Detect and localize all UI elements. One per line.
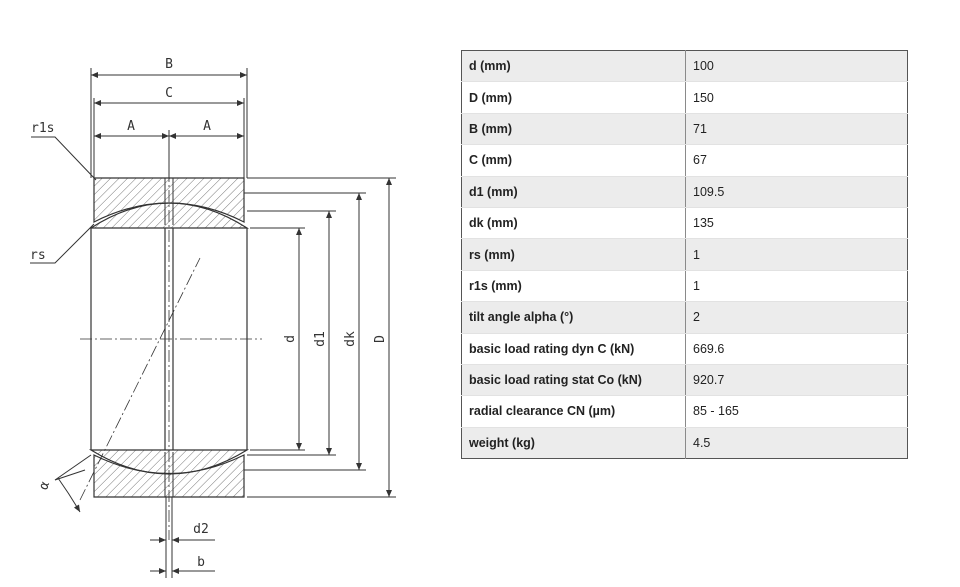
- table-row: r1s (mm)1: [461, 270, 908, 303]
- table-row: radial clearance CN (µm)85 - 165: [461, 395, 908, 428]
- table-row: D (mm)150: [461, 81, 908, 114]
- leader-r1s: [31, 136, 97, 181]
- spec-name: d1 (mm): [461, 176, 686, 208]
- spec-value: 150: [685, 81, 908, 114]
- label-alpha: α: [36, 479, 53, 492]
- center-lines: [79, 150, 262, 540]
- leader-rs: [30, 223, 95, 264]
- spec-value: 109.5: [685, 176, 908, 208]
- spec-value: 100: [685, 50, 908, 83]
- dim-B: B: [91, 57, 247, 78]
- label-A-right: A: [203, 119, 211, 134]
- spec-value: 920.7: [685, 364, 908, 397]
- label-C: C: [165, 86, 173, 101]
- table-row: weight (kg)4.5: [461, 427, 908, 459]
- spec-name: basic load rating dyn C (kN): [461, 333, 686, 365]
- dim-alpha: α: [36, 454, 92, 513]
- spec-value: 669.6: [685, 333, 908, 365]
- dim-d1: d1: [313, 211, 332, 455]
- spec-value: 2: [685, 301, 908, 334]
- label-b: b: [197, 555, 205, 570]
- table-row: basic load rating dyn C (kN)669.6: [461, 333, 908, 365]
- spec-name: tilt angle alpha (°): [461, 301, 686, 334]
- table-row: C (mm)67: [461, 144, 908, 177]
- label-rs: rs: [30, 248, 46, 263]
- split-slot: [164, 178, 174, 545]
- dim-d2: d2: [150, 522, 215, 543]
- table-row: rs (mm)1: [461, 238, 908, 271]
- table-row: d (mm)100: [461, 50, 908, 83]
- dim-A-left: A: [94, 119, 169, 139]
- label-d1: d1: [313, 331, 328, 347]
- dim-b: b: [150, 545, 215, 578]
- spec-name: radial clearance CN (µm): [461, 395, 686, 428]
- dim-C: C: [94, 86, 244, 106]
- spec-name: rs (mm): [461, 238, 686, 271]
- table-row: B (mm)71: [461, 113, 908, 146]
- dim-d: d: [283, 228, 302, 450]
- spec-name: weight (kg): [461, 427, 686, 459]
- label-r1s: r1s: [31, 121, 54, 136]
- table-row: basic load rating stat Co (kN)920.7: [461, 364, 908, 397]
- table-row: d1 (mm)109.5: [461, 176, 908, 208]
- label-B: B: [165, 57, 173, 72]
- spec-value: 4.5: [685, 427, 908, 459]
- dim-A-right: A: [169, 119, 244, 139]
- spec-name: dk (mm): [461, 207, 686, 240]
- spec-name: d (mm): [461, 50, 686, 83]
- label-dk: dk: [343, 331, 358, 347]
- spec-value: 1: [685, 238, 908, 271]
- spec-name: r1s (mm): [461, 270, 686, 303]
- label-A-left: A: [127, 119, 135, 134]
- label-d2: d2: [193, 522, 209, 537]
- bearing-cross-section-drawing: B C A A r1s: [30, 57, 396, 578]
- label-D: D: [373, 335, 388, 343]
- spec-name: basic load rating stat Co (kN): [461, 364, 686, 397]
- spec-name: D (mm): [461, 81, 686, 114]
- table-row: dk (mm)135: [461, 207, 908, 240]
- label-d: d: [283, 335, 298, 343]
- spec-value: 85 - 165: [685, 395, 908, 428]
- dim-D: D: [373, 178, 392, 497]
- spec-value: 135: [685, 207, 908, 240]
- spec-value: 67: [685, 144, 908, 177]
- table-row: tilt angle alpha (°)2: [461, 301, 908, 334]
- spec-name: C (mm): [461, 144, 686, 177]
- spec-name: B (mm): [461, 113, 686, 146]
- dim-dk: dk: [343, 193, 362, 470]
- spec-value: 71: [685, 113, 908, 146]
- spec-value: 1: [685, 270, 908, 303]
